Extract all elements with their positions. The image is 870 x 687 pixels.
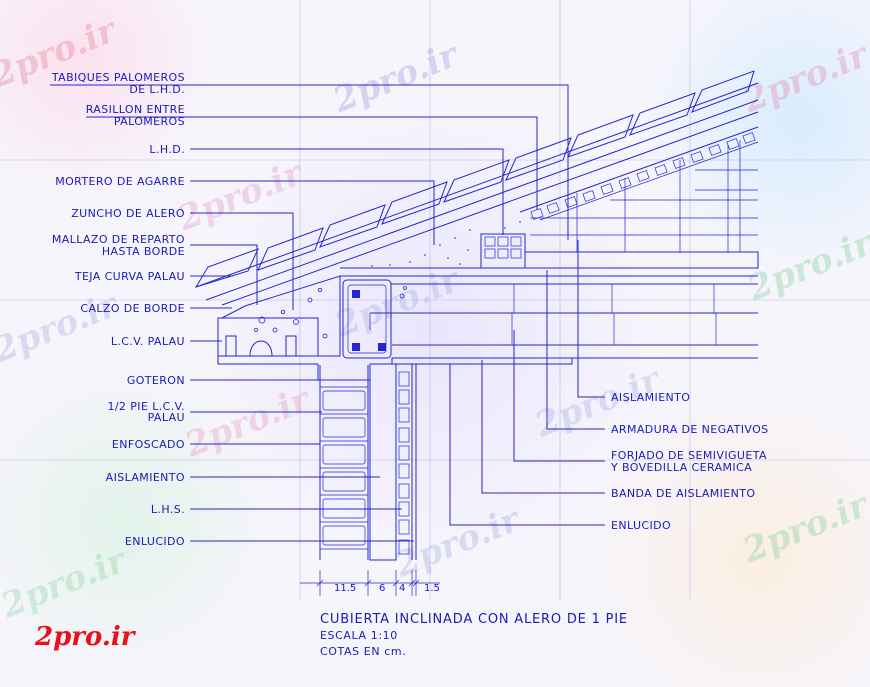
watermark: 2pro.ir bbox=[737, 34, 870, 121]
leader-lines-left bbox=[50, 84, 569, 542]
label-enlucido-ceiling: ENLUCIDO bbox=[611, 519, 671, 532]
label-half-foot-lcv: 1/2 PIE L.C.V.PALAU bbox=[107, 400, 185, 424]
dimension-line: 11.5 6 4 1.5 bbox=[300, 570, 440, 596]
drawing-units-note: COTAS EN cm. bbox=[320, 645, 406, 658]
dim-inner-leaf: 4 bbox=[399, 583, 405, 594]
label-armadura-de-negativos: ARMADURA DE NEGATIVOS bbox=[611, 423, 769, 436]
label-calzo-de-borde: CALZO DE BORDE bbox=[80, 302, 185, 315]
label-aislamiento-wall: AISLAMIENTO bbox=[106, 471, 185, 484]
eave-and-slab bbox=[217, 275, 758, 381]
label-line: DE L.H.D. bbox=[129, 83, 185, 96]
label-lhs: L.H.S. bbox=[151, 503, 185, 516]
mortar-stipple bbox=[371, 221, 521, 267]
watermark: 2pro.ir bbox=[737, 484, 870, 571]
watermark: 2pro.ir bbox=[329, 259, 467, 346]
watermark: 2pro.ir bbox=[171, 153, 309, 240]
wall-section bbox=[319, 363, 417, 561]
watermark: 2pro.ir bbox=[741, 223, 870, 310]
label-zuncho-de-alero: ZUNCHO DE ALERO bbox=[71, 207, 185, 220]
hollow-brick-block bbox=[480, 233, 526, 269]
curved-tiles bbox=[194, 70, 755, 288]
title-block: CUBIERTA INCLINADA CON ALERO DE 1 PIE ES… bbox=[320, 612, 628, 658]
label-line: FORJADO DE SEMIVIGUETA bbox=[611, 449, 767, 462]
leader-lines-right bbox=[449, 240, 605, 526]
label-enfoscado: ENFOSCADO bbox=[112, 438, 185, 451]
dim-outer-leaf: 11.5 bbox=[334, 583, 356, 594]
label-lcv-palau: L.C.V. PALAU bbox=[111, 335, 185, 348]
label-teja-curva: TEJA CURVA PALAU bbox=[74, 270, 185, 283]
label-banda-de-aislamiento: BANDA DE AISLAMIENTO bbox=[611, 487, 755, 500]
background-grid bbox=[0, 0, 870, 600]
label-line: HASTA BORDE bbox=[102, 245, 185, 258]
hollow-brick-row bbox=[530, 132, 756, 220]
label-line: 1/2 PIE L.C.V. bbox=[107, 400, 185, 413]
watermark: 2pro.ir bbox=[0, 540, 133, 627]
label-goteron: GOTERON bbox=[127, 374, 185, 387]
label-line: TABIQUES PALOMEROS bbox=[51, 71, 185, 84]
label-enlucido-wall: ENLUCIDO bbox=[125, 535, 185, 548]
label-mortero-de-agarre: MORTERO DE AGARRE bbox=[55, 175, 185, 188]
inner-leaf-bricks bbox=[398, 371, 410, 555]
label-line: PALAU bbox=[148, 411, 185, 424]
watermark: 2pro.ir bbox=[389, 499, 527, 586]
watermark: 2pro.ir bbox=[327, 34, 465, 121]
watermark: 2pro.ir bbox=[0, 284, 125, 371]
label-line: MALLAZO DE REPARTO bbox=[52, 233, 185, 246]
label-lhd: L.H.D. bbox=[149, 143, 185, 156]
label-aislamiento-roof: AISLAMIENTO bbox=[611, 391, 690, 404]
dim-plaster: 1.5 bbox=[424, 583, 440, 594]
drawing-title: CUBIERTA INCLINADA CON ALERO DE 1 PIE bbox=[320, 612, 628, 627]
roof-section bbox=[194, 70, 759, 306]
watermark: 2pro.ir bbox=[179, 379, 317, 466]
label-line: RASILLON ENTRE bbox=[86, 103, 185, 116]
labels-right: AISLAMIENTO ARMADURA DE NEGATIVOS FORJAD… bbox=[610, 391, 769, 532]
label-line: Y BOVEDILLA CERAMICA bbox=[610, 461, 752, 474]
brick-courses bbox=[320, 386, 368, 550]
site-logo: 2pro.ir bbox=[34, 622, 137, 652]
drawing-scale: ESCALA 1:10 bbox=[320, 629, 398, 642]
dim-insulation: 6 bbox=[379, 583, 385, 594]
label-line: PALOMEROS bbox=[114, 115, 185, 128]
